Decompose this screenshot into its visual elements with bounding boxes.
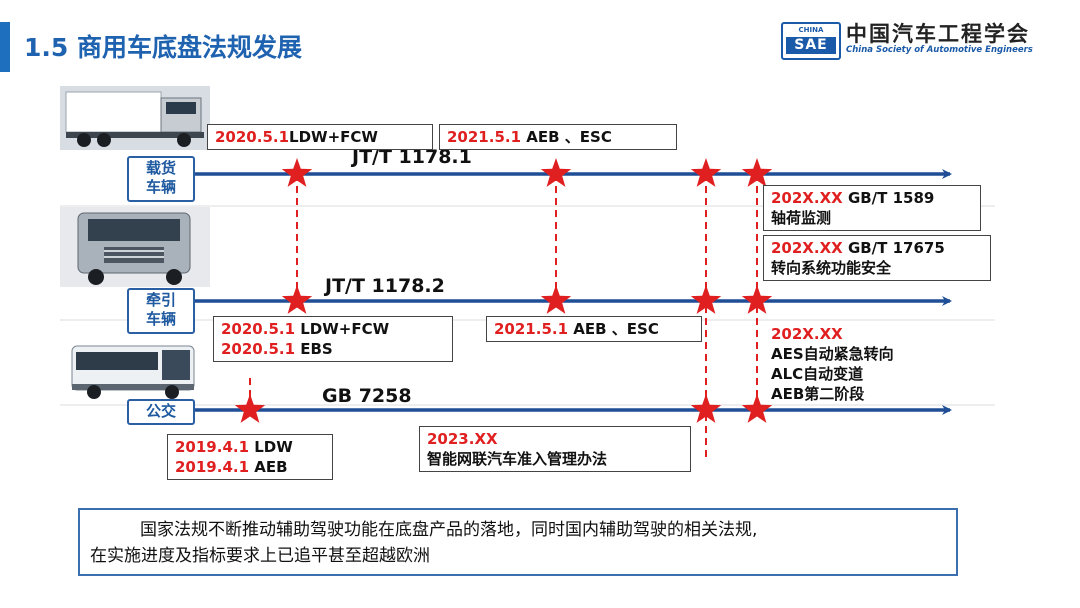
tag-line: 2021.5.1 AEB 、ESC: [494, 319, 694, 339]
milestone-star-icon: [540, 158, 572, 187]
tag-text: GB/T 1589: [842, 189, 935, 207]
tag-text: AEB第二阶段: [771, 385, 865, 403]
vehicle-label-tractor: 牵引 车辆: [127, 288, 195, 334]
label-line: 牵引: [145, 291, 176, 309]
label-line: 车辆: [145, 178, 176, 196]
tag-line: 2021.5.1 AEB 、ESC: [447, 127, 669, 147]
tag-line: 转向系统功能安全: [771, 258, 983, 278]
tag-line: ALC自动变道: [771, 364, 973, 384]
china-sae-logo: CHINA SAE: [781, 22, 841, 60]
milestone-star-icon: [690, 394, 722, 423]
standard-label-bus: GB 7258: [322, 385, 412, 407]
milestone-star-icon: [741, 158, 773, 187]
tag-text: AEB: [249, 458, 288, 476]
label-line: 载货: [145, 159, 176, 177]
tag-date: 2020.5.1: [215, 128, 290, 146]
tag-date: 2021.5.1: [494, 320, 569, 338]
page-title: 1.5 商用车底盘法规发展: [24, 33, 302, 62]
tag-line: 2019.4.1 AEB: [175, 457, 325, 477]
tag-line: 202X.XX GB/T 17675: [771, 238, 983, 258]
standard-label-tractor: JT/T 1178.2: [325, 275, 445, 297]
milestone-star-icon: [690, 285, 722, 314]
vehicle-label-truck: 载货 车辆: [127, 156, 195, 202]
tag-line: 202X.XX: [771, 324, 973, 344]
tag-line: 2023.XX: [427, 429, 683, 449]
tag-text: 转向系统功能安全: [771, 259, 892, 277]
milestone-star-icon: [741, 285, 773, 314]
tag-date: 202X.XX: [771, 325, 843, 343]
tag-text: EBS: [295, 340, 333, 358]
tag-text: LDW+FCW: [295, 320, 390, 338]
tag-date: 2021.5.1: [447, 128, 522, 146]
tag-line: AEB第二阶段: [771, 384, 973, 404]
tag-date: 2020.5.1: [221, 340, 296, 358]
tag-line: 202X.XX GB/T 1589: [771, 188, 973, 208]
regulation-tag: 202X.XX AES自动紧急转向 ALC自动变道 AEB第二阶段: [763, 321, 981, 407]
tag-text: 轴荷监测: [771, 209, 832, 227]
regulation-tag: 2020.5.1LDW+FCW: [207, 124, 433, 150]
regulation-tag: 2021.5.1 AEB 、ESC: [486, 316, 702, 342]
tag-line: 2019.4.1 LDW: [175, 437, 325, 457]
tag-date: 2023.XX: [427, 430, 498, 448]
tag-text: LDW: [249, 438, 293, 456]
tag-line: AES自动紧急转向: [771, 344, 973, 364]
logo-sae-text: SAE: [786, 37, 836, 54]
tag-line: 2020.5.1 EBS: [221, 339, 445, 359]
tag-text: AEB 、ESC: [568, 320, 659, 338]
tag-text: AEB 、ESC: [521, 128, 612, 146]
standard-label-truck: JT/T 1178.1: [352, 146, 472, 168]
label-line: 车辆: [145, 310, 176, 328]
logo-china-text: CHINA: [798, 26, 824, 34]
tag-date: 202X.XX: [771, 239, 843, 257]
tractor-image: [60, 207, 210, 287]
tag-line: 智能网联汽车准入管理办法: [427, 449, 683, 469]
tag-text: GB/T 17675: [842, 239, 945, 257]
tag-line: 2020.5.1LDW+FCW: [215, 127, 425, 147]
tag-text: 智能网联汽车准入管理办法: [427, 450, 608, 468]
regulation-tag: 2021.5.1 AEB 、ESC: [439, 124, 677, 150]
milestone-star-icon: [234, 394, 266, 423]
tag-date: 202X.XX: [771, 189, 843, 207]
truck-image: [60, 86, 210, 150]
milestone-star-icon: [741, 394, 773, 423]
conclusion-line-1: 国家法规不断推动辅助驾驶功能在底盘产品的落地，同时国内辅助驾驶的相关法规,: [140, 520, 758, 540]
org-name-en: China Society of Automotive Engineers: [846, 45, 1033, 55]
conclusion-box: 国家法规不断推动辅助驾驶功能在底盘产品的落地，同时国内辅助驾驶的相关法规, 在实…: [78, 508, 958, 576]
tag-line: 2020.5.1 LDW+FCW: [221, 319, 445, 339]
tag-line: 轴荷监测: [771, 208, 973, 228]
milestone-star-icon: [281, 158, 313, 187]
milestone-star-icon: [540, 285, 572, 314]
title-accent-bar: [0, 22, 10, 72]
tag-text: LDW+FCW: [289, 128, 378, 146]
regulation-tag: 2023.XX 智能网联汽车准入管理办法: [419, 426, 691, 472]
milestone-star-icon: [690, 158, 722, 187]
tag-date: 2019.4.1: [175, 458, 250, 476]
conclusion-line-2: 在实施进度及指标要求上已追平甚至超越欧洲: [90, 546, 430, 566]
tag-text: AES自动紧急转向: [771, 345, 894, 363]
tag-date: 2019.4.1: [175, 438, 250, 456]
vehicle-label-bus: 公交: [127, 399, 195, 425]
tag-text: ALC自动变道: [771, 365, 864, 383]
label-line: 公交: [145, 402, 176, 420]
org-name-cn: 中国汽车工程学会: [846, 22, 1030, 46]
milestone-star-icon: [281, 285, 313, 314]
bus-image: [62, 336, 202, 404]
tag-date: 2020.5.1: [221, 320, 296, 338]
